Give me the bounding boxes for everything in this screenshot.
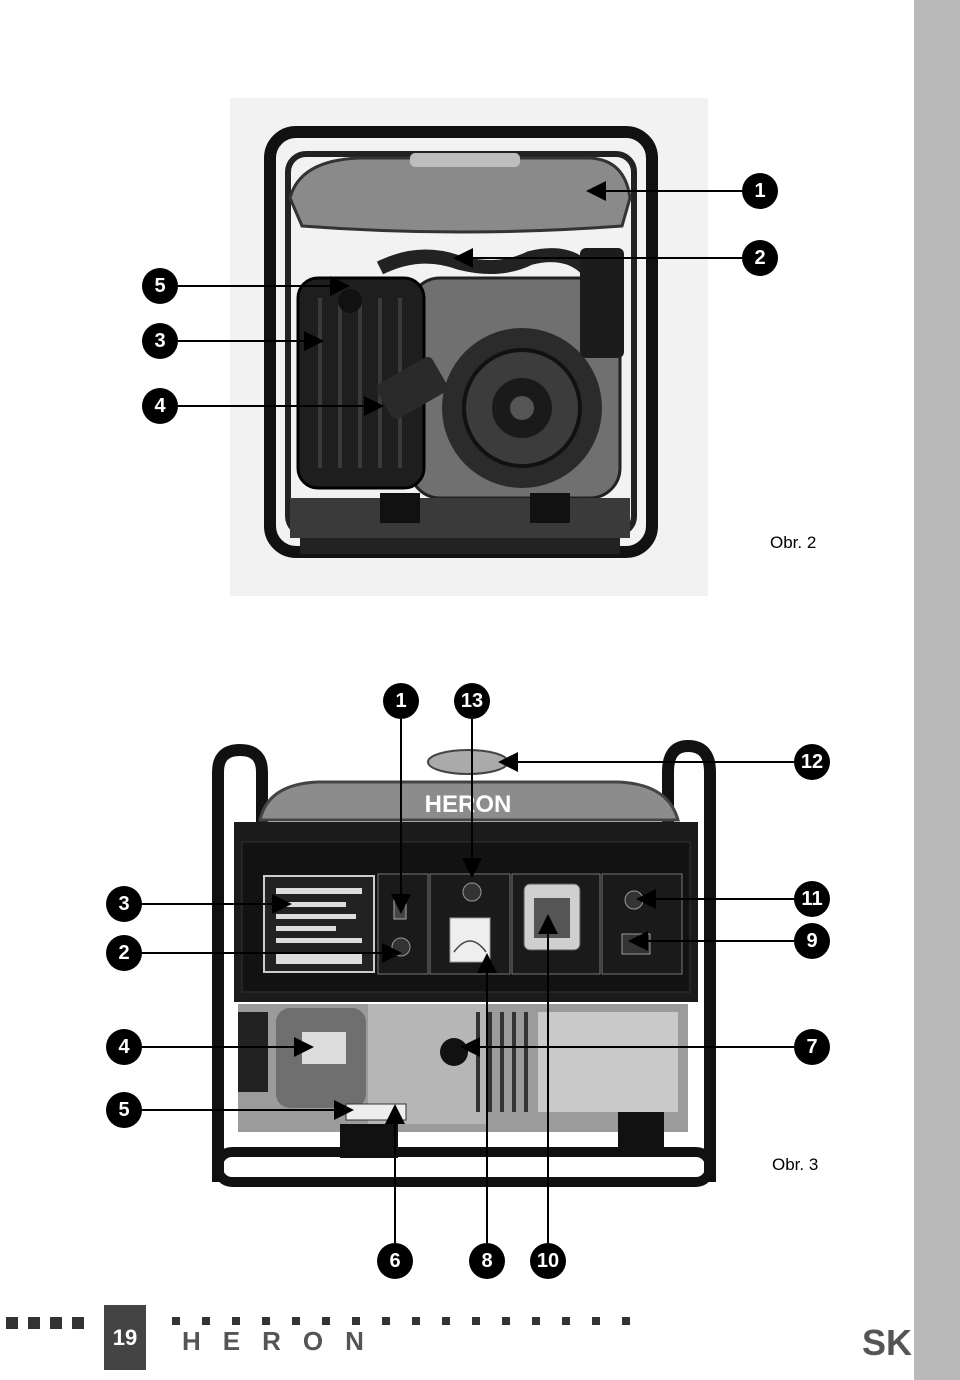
callout-fig3-6: 6 bbox=[377, 1243, 413, 1279]
callout-fig3-4: 4 bbox=[106, 1029, 142, 1065]
callout-fig2-4: 4 bbox=[142, 388, 178, 424]
callout-fig3-7: 7 bbox=[794, 1029, 830, 1065]
callout-fig2-1: 1 bbox=[742, 173, 778, 209]
callout-fig3-13: 13 bbox=[454, 683, 490, 719]
callout-fig3-2: 2 bbox=[106, 935, 142, 971]
callout-fig3-12: 12 bbox=[794, 744, 830, 780]
callout-fig2-2: 2 bbox=[742, 240, 778, 276]
figure-3-caption: Obr. 3 bbox=[772, 1155, 819, 1174]
callout-fig3-5: 5 bbox=[106, 1092, 142, 1128]
page-number: 19 bbox=[104, 1305, 146, 1370]
callout-fig3-8: 8 bbox=[469, 1243, 505, 1279]
callout-fig3-3: 3 bbox=[106, 886, 142, 922]
callout-fig2-3: 3 bbox=[142, 323, 178, 359]
page-sidebar-strip bbox=[914, 0, 960, 1380]
callout-fig2-5: 5 bbox=[142, 268, 178, 304]
callout-fig3-10: 10 bbox=[530, 1243, 566, 1279]
callout-fig3-1: 1 bbox=[383, 683, 419, 719]
callout-fig3-11: 11 bbox=[794, 881, 830, 917]
figure-2-caption: Obr. 2 bbox=[770, 533, 817, 552]
figure-2-photo bbox=[230, 98, 708, 596]
language-code: SK bbox=[862, 1322, 913, 1363]
footer-brand-logo: HERON bbox=[182, 1326, 386, 1356]
callout-fig3-9: 9 bbox=[794, 923, 830, 959]
generator-brand-logo: HERON bbox=[425, 791, 512, 818]
figure-3-photo: HERON bbox=[178, 712, 750, 1204]
